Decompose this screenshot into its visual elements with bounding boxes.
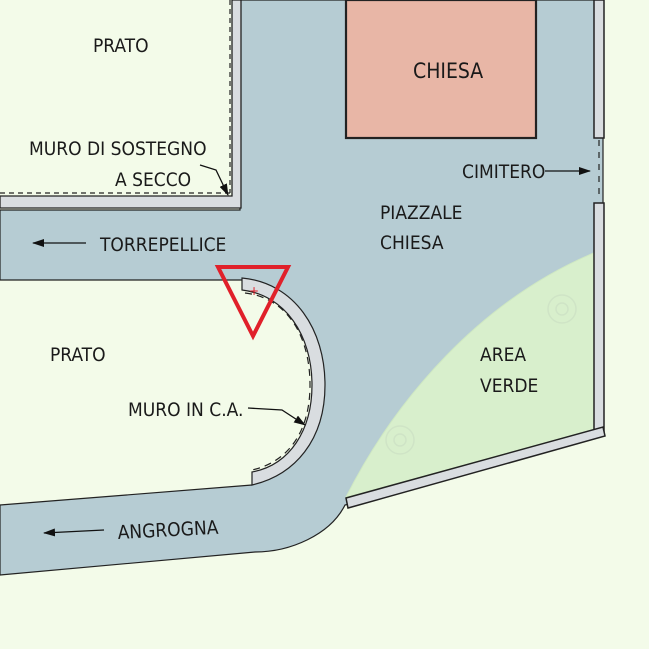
label-piazzale-chiesa: CHIESA bbox=[380, 232, 444, 254]
concrete-wall-dashed-line bbox=[244, 292, 311, 471]
dry-retaining-wall bbox=[0, 0, 242, 209]
label-chiesa: CHIESA bbox=[413, 59, 483, 83]
angrogna-arrow bbox=[43, 528, 105, 537]
label-piazzale: PIAZZALE bbox=[380, 202, 462, 224]
label-prato-top: PRATO bbox=[93, 35, 149, 57]
muro-sostegno-leader bbox=[199, 164, 229, 196]
concrete-wall bbox=[241, 277, 326, 486]
label-muro-ca: MURO IN C.A. bbox=[128, 399, 243, 421]
tree-circle-icon bbox=[547, 294, 577, 324]
label-angrogna: ANGROGNA bbox=[117, 517, 219, 544]
lower-boundary-wall bbox=[345, 426, 606, 509]
church-building bbox=[344, 0, 538, 140]
label-muro-sostegno: MURO DI SOSTEGNO bbox=[29, 138, 207, 160]
label-torrepellice: TORREPELLICE bbox=[99, 234, 226, 256]
cemetery-wall-lower bbox=[593, 202, 605, 435]
label-prato-left: PRATO bbox=[50, 344, 106, 366]
svg-text:+: + bbox=[249, 284, 259, 298]
tree-circle-icon bbox=[385, 425, 415, 455]
green-area bbox=[345, 251, 597, 498]
label-verde: VERDE bbox=[480, 375, 538, 397]
label-cimitero: CIMITERO bbox=[462, 161, 545, 183]
label-muro-sostegno-2: A SECCO bbox=[115, 169, 191, 191]
label-area: AREA bbox=[480, 344, 526, 366]
yield-triangle-icon: + bbox=[214, 265, 292, 341]
muro-ca-leader bbox=[247, 407, 306, 426]
cemetery-wall-upper bbox=[593, 0, 605, 139]
